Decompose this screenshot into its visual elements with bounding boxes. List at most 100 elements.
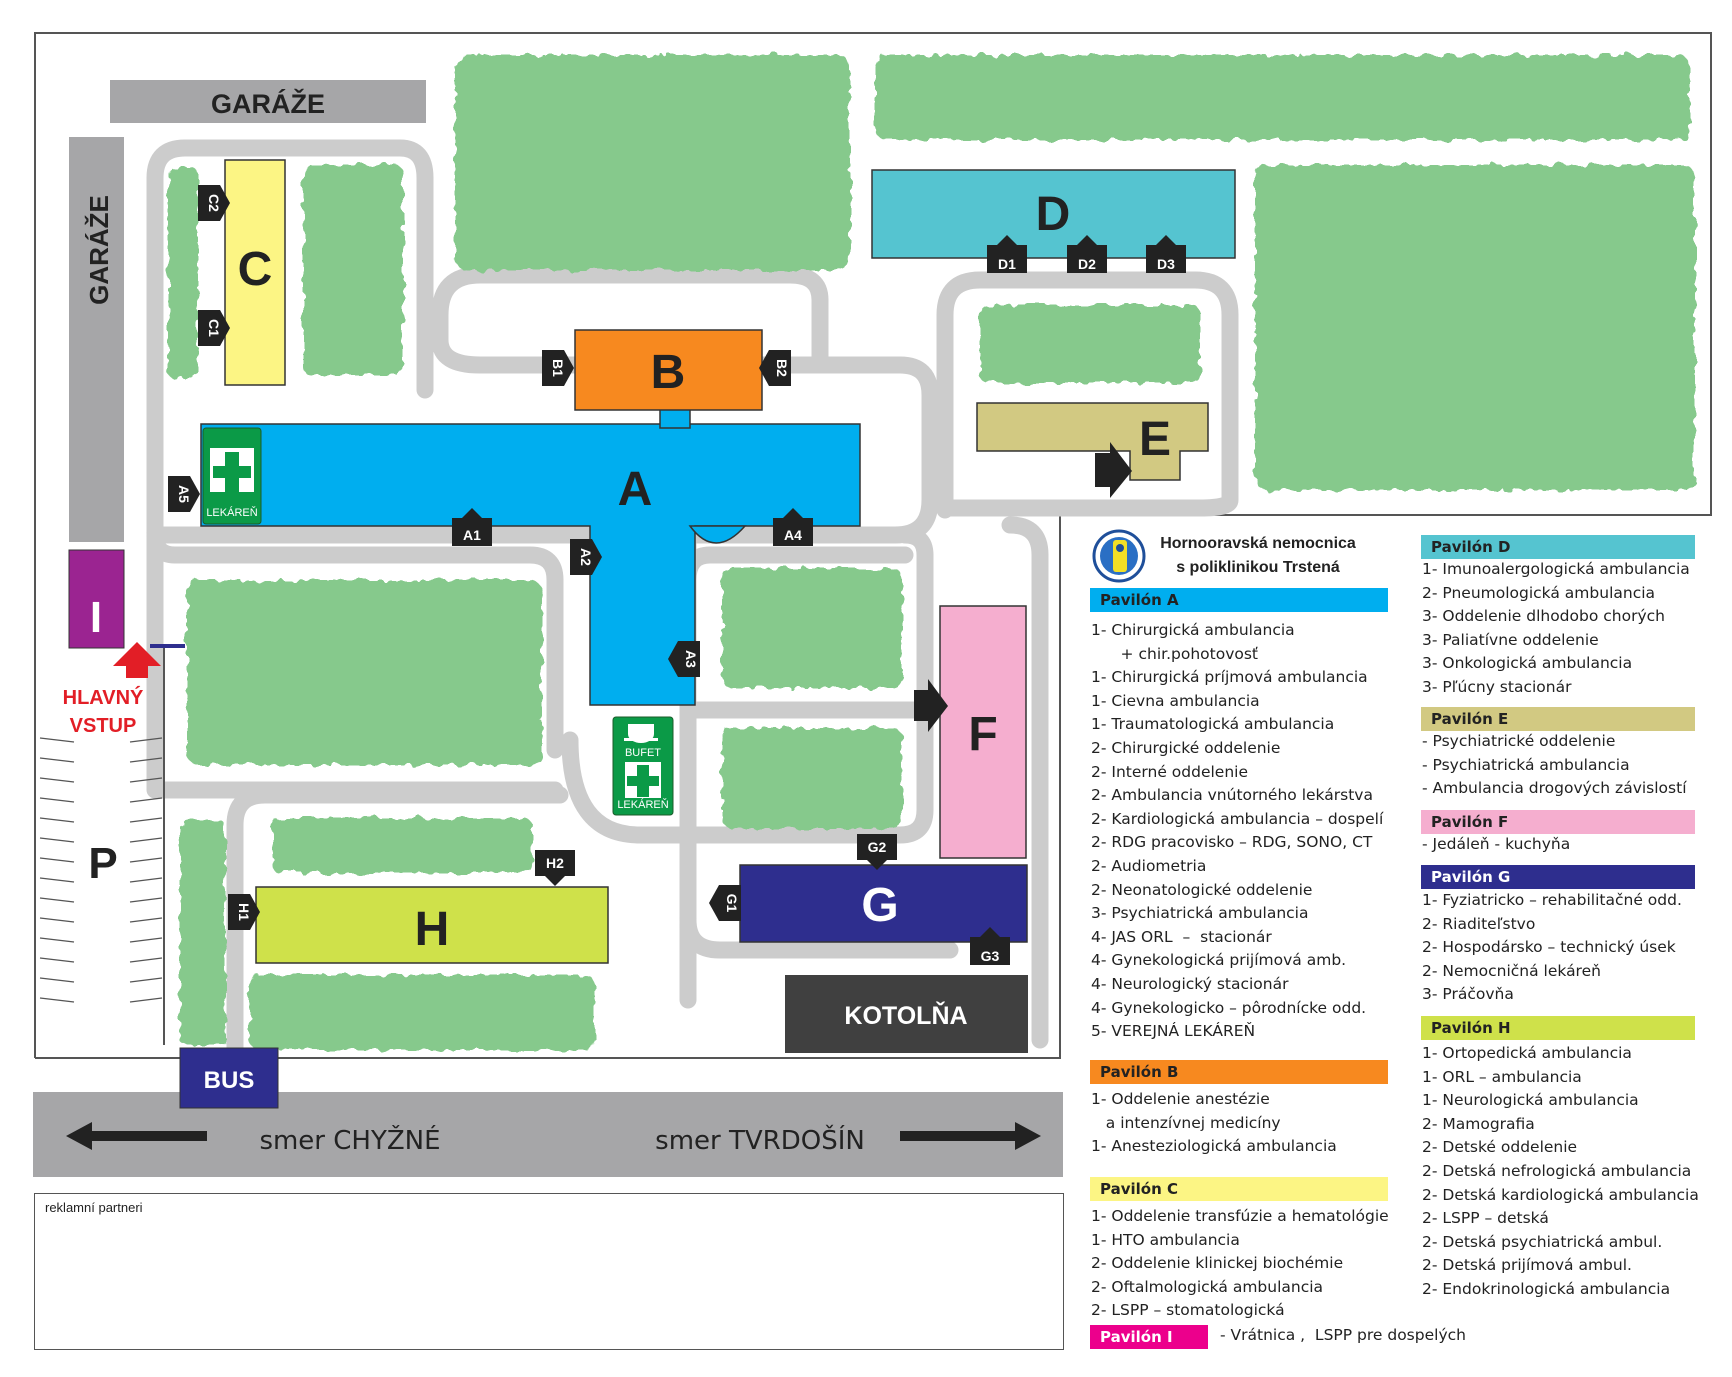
- arrow-right-icon: [900, 1122, 1041, 1150]
- legend-item: 2- Hospodársko – technický úsek: [1422, 938, 1676, 957]
- svg-text:G2: G2: [868, 839, 887, 855]
- building-h: [255, 886, 609, 964]
- legend-item: 1- Chirurgická príjmová ambulancia: [1091, 668, 1368, 687]
- building-a: [200, 423, 861, 706]
- entrance-c1: C1: [198, 310, 230, 346]
- boiler-house: [785, 975, 1028, 1053]
- arrow-left-icon: [66, 1122, 207, 1150]
- legend-item: 2- Detské oddelenie: [1422, 1138, 1578, 1157]
- building-c-label: C: [238, 243, 273, 296]
- svg-text:D3: D3: [1157, 256, 1175, 272]
- legend-item: 1- Oddelenie transfúzie a hematológie: [1091, 1207, 1389, 1225]
- entrance-d1: D1: [987, 235, 1027, 273]
- legend-item: - Psychiatrické oddelenie: [1422, 732, 1616, 750]
- building-b: [574, 329, 763, 411]
- svg-text:A1: A1: [463, 527, 481, 543]
- legend-item: 2- Chirurgické oddelenie: [1091, 738, 1281, 757]
- svg-text:A5: A5: [176, 485, 192, 503]
- svg-text:B2: B2: [774, 359, 790, 377]
- legend-d-title: Pavilón D: [1421, 535, 1695, 559]
- legend-a-title: Pavilón A: [1090, 588, 1388, 612]
- legend-item: 2- RDG pracovisko – RDG, SONO, CT: [1091, 833, 1373, 852]
- legend-item: - Ambulancia drogových závislostí: [1422, 779, 1687, 798]
- legend-item: 4- Neurologický stacionár: [1091, 974, 1289, 993]
- legend-item: 2- Detská prijímová ambul.: [1422, 1256, 1632, 1275]
- building-f-label: F: [968, 708, 997, 761]
- building-i-label: I: [90, 593, 102, 642]
- green-areas: [168, 55, 1695, 1050]
- legend-item: 2- Nemocničná lekáreň: [1422, 961, 1601, 980]
- legend-a-list: 1- Chirurgická ambulancia + chir.pohotov…: [1091, 619, 1383, 1044]
- entrance-b1: B1: [542, 350, 574, 386]
- legend-item: - Psychiatrická ambulancia: [1422, 755, 1630, 774]
- svg-text:D1: D1: [998, 256, 1016, 272]
- entrance-h1: H1: [228, 894, 260, 930]
- legend-item: 3- Psychiatrická ambulancia: [1091, 904, 1309, 923]
- entrance-a5: A5: [168, 476, 200, 512]
- legend-e-list: - Psychiatrické oddelenie - Psychiatrická…: [1422, 730, 1687, 801]
- garage-top: [110, 80, 426, 123]
- direction-left: smer CHYŽNÉ: [259, 1124, 440, 1156]
- building-i: [68, 549, 125, 649]
- legend-item: 3- Oddelenie dlhodobo chorých: [1422, 607, 1665, 626]
- buildings: A B C D E F G H I: [68, 159, 1236, 964]
- legend-item: - Jedáleň - kuchyňa: [1422, 835, 1571, 853]
- legend-item: 2- Detská nefrologická ambulancia: [1422, 1161, 1692, 1180]
- legend-item: 2- Pneumologická ambulancia: [1422, 583, 1656, 602]
- svg-text:D2: D2: [1078, 256, 1096, 272]
- entrance-a3: A3: [668, 641, 700, 677]
- legend-b-list: 1- Oddelenie anestézie a intenzívnej med…: [1091, 1088, 1337, 1159]
- building-d: [871, 169, 1236, 259]
- svg-text:B1: B1: [550, 359, 566, 377]
- legend-item: 2- Endokrinologická ambulancia: [1422, 1279, 1671, 1298]
- entrance-a1: A1: [452, 508, 492, 546]
- legend-c-title: Pavilón C: [1090, 1177, 1388, 1201]
- main-entrance-arrow-icon: [113, 642, 161, 678]
- legend-item: 1- Traumatologická ambulancia: [1091, 715, 1335, 734]
- boiler-house-label: KOTOLŇA: [844, 1000, 967, 1030]
- entrance-a2: A2: [570, 539, 602, 575]
- legend-item: 1- Anesteziologická ambulancia: [1091, 1137, 1337, 1156]
- legend-item: a intenzívnej medicíny: [1091, 1113, 1281, 1132]
- legend-g-title: Pavilón G: [1421, 865, 1695, 889]
- building-e-label: E: [1139, 413, 1171, 466]
- legend-f-title: Pavilón F: [1421, 810, 1695, 834]
- svg-text:H2: H2: [546, 855, 564, 871]
- legend-i-text: - Vrátnica , LSPP pre dospelých: [1220, 1326, 1466, 1344]
- entrance-e-arrow-icon: [1095, 442, 1132, 498]
- garage-top-label: GARÁŽE: [211, 88, 325, 119]
- entrance-b2: B2: [759, 350, 791, 386]
- legend-item: 3- Práčovňa: [1422, 985, 1514, 1004]
- entrance-c2: C2: [198, 185, 230, 221]
- legend-item: 2- Audiometria: [1091, 856, 1207, 875]
- main-entrance-line1: HLAVNÝ: [63, 685, 144, 709]
- building-c: [224, 159, 286, 386]
- building-e: [976, 402, 1209, 481]
- garage-left-label: GARÁŽE: [84, 195, 114, 305]
- entrance-d2: D2: [1067, 235, 1107, 273]
- legend-item: + chir.pohotovosť: [1091, 644, 1259, 663]
- building-g-label: G: [861, 879, 898, 932]
- legend-item: 5- VEREJNÁ LEKÁREŇ: [1091, 1022, 1256, 1041]
- legend-item: 2- Detská psychiatrická ambul.: [1422, 1232, 1663, 1251]
- legend-item: 1- Oddelenie anestézie: [1091, 1090, 1270, 1108]
- entrance-g2: G2: [857, 834, 897, 870]
- legend-item: 4- JAS ORL – stacionár: [1091, 927, 1272, 946]
- building-g: [739, 864, 1028, 943]
- entrance-d3: D3: [1146, 235, 1186, 273]
- hospital-logo-icon: [1092, 529, 1146, 583]
- legend-item: 2- Kardiologická ambulancia – dospelí: [1091, 809, 1384, 828]
- legend-item: 2- LSPP – stomatologická: [1091, 1301, 1285, 1320]
- legend-item: 1- ORL – ambulancia: [1422, 1067, 1582, 1086]
- entrance-g3: G3: [970, 927, 1010, 965]
- legend-item: 4- Gynekologicko – pôrodnícke odd.: [1091, 998, 1367, 1017]
- legend-e-title: Pavilón E: [1421, 707, 1695, 731]
- legend-item: 2- Ambulancia vnútorného lekárstva: [1091, 786, 1373, 805]
- legend-item: 2- Neonatologické oddelenie: [1091, 880, 1313, 899]
- legend-item: 3- Paliatívne oddelenie: [1422, 630, 1599, 649]
- legend-item: 2- Detská kardiologická ambulancia: [1422, 1185, 1699, 1204]
- svg-text:A4: A4: [784, 527, 802, 543]
